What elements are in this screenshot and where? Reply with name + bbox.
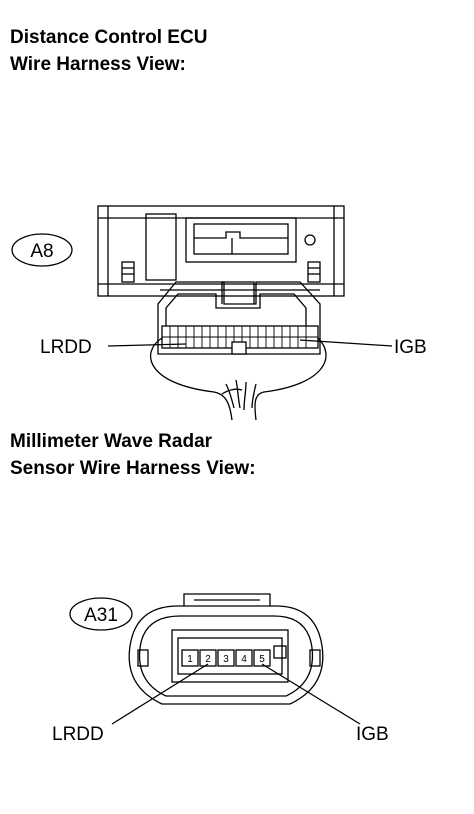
ecu-label-window	[145, 213, 177, 281]
radar-pin-3-number: 3	[223, 654, 229, 665]
ecu-lrdd-label: LRDD	[40, 337, 92, 358]
radar-pin-1	[181, 649, 199, 667]
radar-lrdd-leader	[111, 663, 209, 725]
ecu-housing	[97, 205, 345, 297]
ecu-plug	[157, 281, 321, 355]
ecu-plug-latch	[221, 281, 255, 304]
radar-pin-5	[253, 649, 271, 667]
radar-lrdd-label: LRDD	[52, 724, 104, 745]
ecu-heading-line1: Distance Control ECU	[10, 27, 208, 48]
ecu-indicator	[304, 234, 316, 246]
radar-shell-inner	[138, 615, 314, 697]
radar-latch	[183, 593, 271, 606]
ecu-plug-body	[157, 281, 321, 355]
radar-pin-3	[217, 649, 235, 667]
ecu-heading: Distance Control ECU Wire Harness View:	[10, 24, 207, 78]
radar-shell-outer	[128, 605, 324, 705]
ecu-pin-leaders	[107, 339, 393, 347]
radar-connector	[128, 593, 324, 705]
ecu-socket	[185, 217, 297, 263]
ecu-wire-left	[149, 337, 233, 421]
ecu-lrdd-leader	[107, 343, 187, 347]
ecu-left-slot	[121, 261, 135, 283]
radar-heading-line2: Sensor Wire Harness View:	[10, 458, 256, 479]
ecu-igb-label: IGB	[394, 337, 427, 358]
ecu-connector-code: A8	[30, 241, 53, 262]
radar-connector-code: A31	[84, 605, 118, 626]
radar-pin-leaders	[111, 663, 361, 725]
ecu-right-slot	[307, 261, 321, 283]
radar-pin-1-number: 1	[187, 654, 193, 665]
radar-heading: Millimeter Wave Radar Sensor Wire Harnes…	[10, 428, 256, 482]
ecu-wire-bundle	[149, 337, 327, 421]
ecu-heading-line2: Wire Harness View:	[10, 54, 186, 75]
radar-heading-line1: Millimeter Wave Radar	[10, 431, 213, 452]
ecu-body	[97, 205, 345, 297]
radar-connector-code-bubble	[69, 597, 133, 631]
ecu-igb-leader	[299, 339, 393, 347]
radar-key	[273, 645, 287, 659]
radar-pin-4-number: 4	[241, 654, 247, 665]
radar-left-tab	[137, 649, 149, 667]
ecu-connector-callout: A8	[11, 233, 73, 267]
radar-right-tab	[309, 649, 321, 667]
radar-pin-housing	[171, 629, 289, 683]
ecu-wire-right	[254, 337, 327, 421]
radar-pin-2	[199, 649, 217, 667]
radar-igb-leader	[261, 663, 361, 725]
ecu-connector-code-bubble	[11, 233, 73, 267]
radar-pin-4	[235, 649, 253, 667]
radar-connector-callout: A31	[69, 597, 133, 631]
radar-igb-label: IGB	[356, 724, 389, 745]
radar-pin-row	[181, 645, 287, 667]
radar-pin-5-number: 5	[259, 654, 265, 665]
radar-pin-2-number: 2	[205, 654, 211, 665]
